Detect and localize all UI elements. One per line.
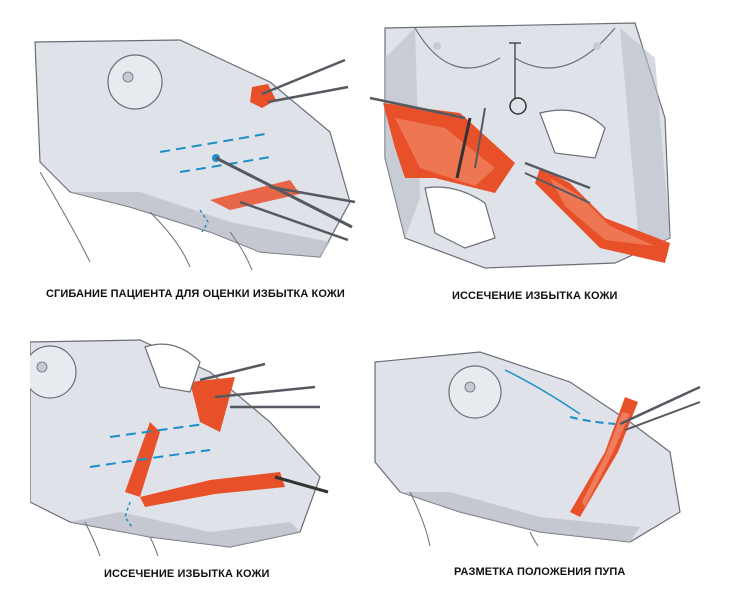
skin-fold-lines — [84, 521, 159, 557]
breasts-outline — [414, 27, 616, 69]
skin-fold-lines — [409, 491, 539, 547]
instrument-2 — [267, 85, 349, 104]
excised-flap-right-texture — [550, 178, 655, 246]
surgeon-hand-left — [424, 186, 496, 249]
excised-margin-lower — [140, 472, 285, 507]
nipple-right — [593, 42, 601, 50]
torso-body — [374, 351, 681, 543]
marker-line-lower — [569, 416, 616, 425]
flexion-drawing — [34, 39, 356, 271]
midline-marking — [509, 42, 521, 98]
instrument-2 — [455, 117, 472, 179]
instrument-1 — [261, 58, 346, 96]
instrument-3 — [474, 107, 486, 169]
skin-fold-lines — [39, 171, 253, 271]
torso-shadow-right — [620, 28, 670, 253]
instrument-5 — [239, 200, 349, 242]
breast — [448, 365, 502, 419]
instrument-2 — [214, 385, 316, 399]
marker-line-1 — [109, 423, 206, 438]
frontal-excision-drawing — [369, 22, 671, 269]
instrument-3 — [215, 156, 353, 229]
instrument-1 — [199, 362, 266, 382]
caption-umbilicus-marking: РАЗМЕТКА ПОЛОЖЕНИЯ ПУПА — [454, 566, 626, 578]
instrument-4 — [524, 161, 591, 190]
marker-line-1 — [159, 133, 266, 153]
umbilicus-marking-drawing — [374, 351, 701, 547]
instrument-4 — [274, 475, 329, 494]
umbilicus-ring — [509, 97, 527, 115]
lateral-excision-drawing — [30, 339, 329, 557]
excised-flap-left-texture — [395, 118, 495, 186]
nipple — [36, 361, 48, 373]
caption-frontal-excision: ИССЕЧЕНИЕ ИЗБЫТКА КОЖИ — [452, 290, 618, 302]
nipple — [464, 381, 476, 393]
illustration-umbilicus-marking — [370, 342, 702, 547]
instrument-5 — [524, 172, 591, 204]
marker-line-3 — [199, 209, 209, 233]
breast — [30, 345, 77, 399]
instrument-2 — [624, 401, 701, 431]
illustration-lateral-excision — [30, 332, 335, 557]
torso-shadow — [400, 492, 640, 542]
illustration-flexion — [30, 22, 360, 272]
instrument-1 — [369, 96, 466, 120]
excised-edge-texture — [582, 412, 630, 507]
illustration-frontal-excision — [365, 18, 680, 273]
nipple — [122, 71, 134, 83]
excised-margin-upper — [190, 377, 235, 432]
instrument-4 — [269, 185, 356, 204]
marker-line-upper — [504, 369, 581, 415]
surgeon-hand — [144, 343, 201, 393]
caption-lateral-excision: ИССЕЧЕНИЕ ИЗБЫТКА КОЖИ — [104, 568, 270, 580]
caption-flexion: СГИБАНИЕ ПАЦИЕНТА ДЛЯ ОЦЕНКИ ИЗБЫТКА КОЖ… — [46, 288, 345, 300]
surgeon-hand-right — [539, 109, 606, 159]
breast — [107, 54, 163, 110]
nipple-left — [433, 42, 441, 50]
torso-shadow — [70, 192, 330, 257]
instrument-1 — [619, 385, 701, 426]
